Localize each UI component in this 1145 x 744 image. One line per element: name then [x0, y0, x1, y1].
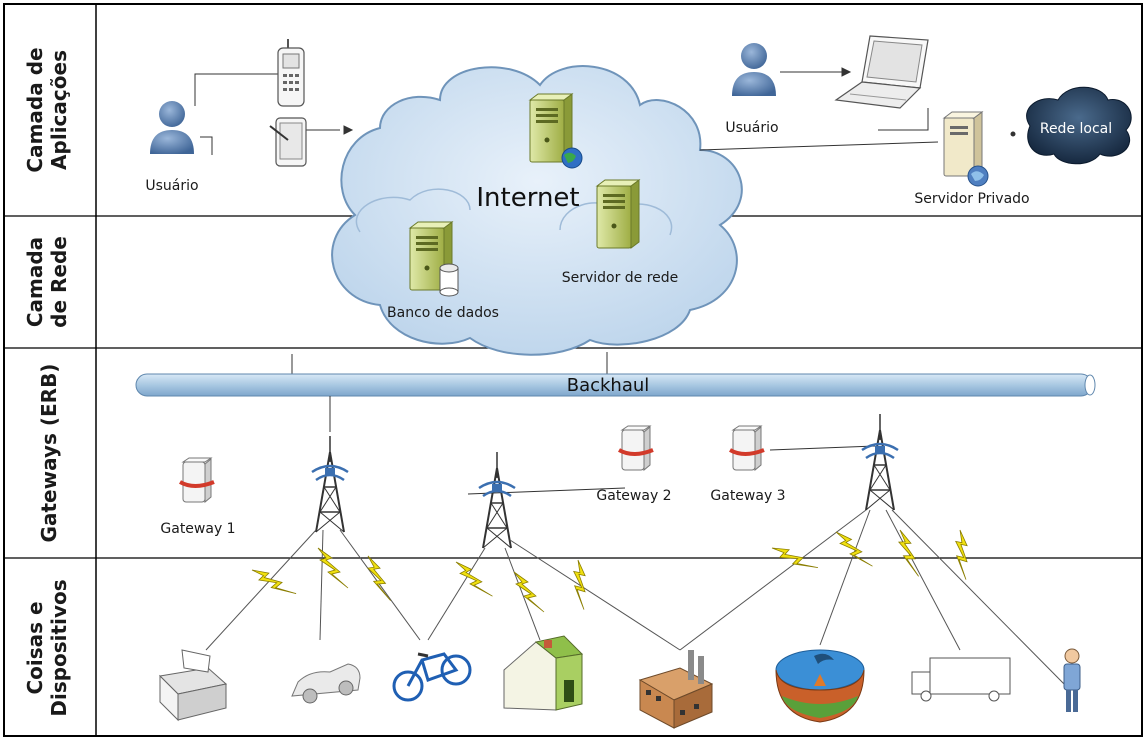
tower-icon-1: [310, 434, 350, 534]
layer-label-gateways: Gateways (ERB): [37, 364, 61, 543]
tablet-icon: [269, 117, 307, 167]
usuario-left-label: Usuário: [145, 178, 198, 194]
server-icon-privado: [942, 111, 989, 187]
car-icon: [291, 663, 361, 704]
internet-label: Internet: [476, 183, 579, 213]
lightning-bolts: [251, 526, 987, 613]
factory-icon: [638, 650, 714, 729]
diagram-frame: [3, 3, 1143, 737]
laptop-icon: [834, 35, 929, 109]
user-icon-left: [150, 101, 194, 154]
right-side-connections: [699, 67, 1016, 151]
globe-icon: [967, 165, 989, 187]
server-icon-internet: [529, 93, 583, 169]
wireless-links: [205, 509, 1071, 691]
gateway-icon-2: [617, 424, 655, 472]
usuario-right-label: Usuário: [725, 120, 778, 136]
svg-text:Gateways (ERB): Gateways (ERB): [37, 364, 61, 543]
svg-text:Coisas e: Coisas e: [23, 601, 47, 694]
svg-text:Dispositivos: Dispositivos: [47, 579, 71, 716]
gateway-icon-3: [728, 424, 766, 472]
rede-local-label: Rede local: [1040, 121, 1112, 137]
banco-de-dados-label: Banco de dados: [387, 305, 499, 321]
database-icon: [439, 263, 459, 297]
layer-label-coisas: Coisas e Dispositivos: [23, 579, 71, 716]
printer-icon: [158, 649, 228, 722]
servidor-de-rede-label: Servidor de rede: [562, 270, 679, 286]
svg-text:Aplicações: Aplicações: [47, 50, 71, 170]
truck-icon: [911, 657, 1011, 702]
tower-icon-2: [477, 450, 517, 550]
tower-connections: [329, 396, 876, 495]
servidor-privado-label: Servidor Privado: [914, 191, 1029, 207]
backhaul-pipe: [135, 352, 1096, 397]
server-icon-rede: [596, 179, 640, 249]
local-network-cloud: [1026, 86, 1132, 165]
svg-text:Camada de: Camada de: [23, 47, 47, 172]
svg-text:de Rede: de Rede: [47, 236, 71, 328]
person-icon: [1063, 648, 1081, 712]
gateway-1-label: Gateway 1: [160, 521, 235, 537]
gateway-icon-1: [178, 456, 216, 504]
layer-label-rede: Camada de Rede: [23, 236, 71, 328]
layer-label-aplicacoes: Camada de Aplicações: [23, 47, 71, 172]
user-left-connections: [194, 73, 354, 155]
house-icon: [503, 635, 584, 711]
bicycle-icon: [392, 652, 472, 702]
gateway-2-label: Gateway 2: [596, 488, 671, 504]
tower-icon-3: [860, 412, 900, 512]
user-icon-right: [732, 43, 776, 96]
svg-text:Camada: Camada: [23, 237, 47, 327]
server-icon-banco: [409, 221, 459, 297]
cellphone-icon: [277, 39, 305, 107]
lake-icon: [775, 649, 865, 723]
gateway-3-label: Gateway 3: [710, 488, 785, 504]
backhaul-label: Backhaul: [567, 375, 650, 396]
globe-icon: [561, 147, 583, 169]
